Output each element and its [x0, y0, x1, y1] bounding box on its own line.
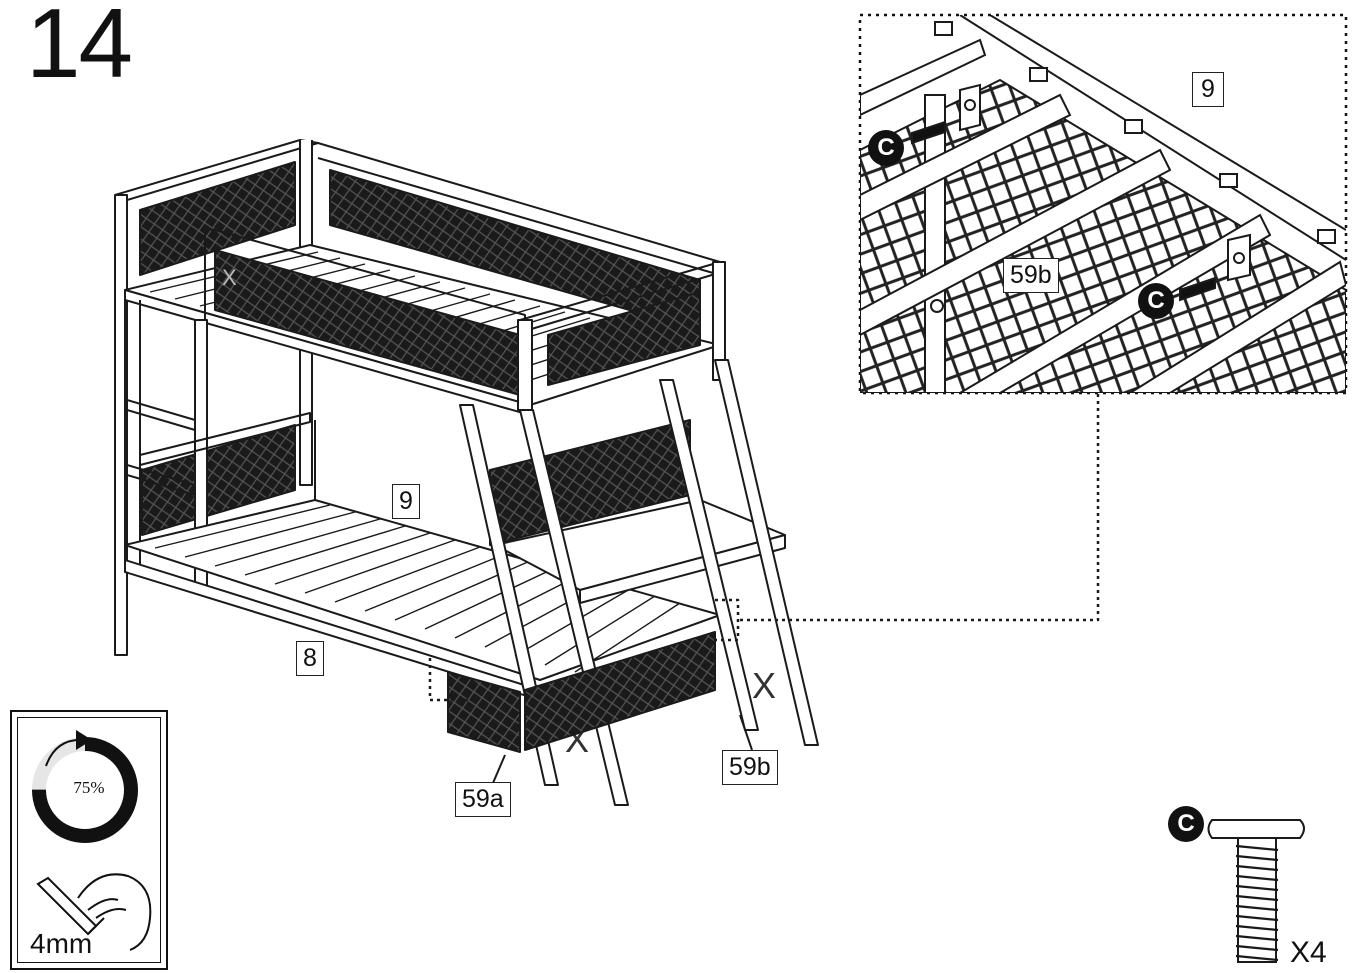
hardware-badge: C — [1138, 283, 1174, 319]
screw-c-icon — [1207, 819, 1305, 963]
svg-text:X: X — [222, 265, 237, 290]
hardware-quantity: X4 — [1290, 936, 1327, 969]
svg-text:X: X — [752, 665, 776, 706]
part-label-59b: 59b — [722, 750, 778, 785]
tool-size: 4mm — [30, 928, 93, 959]
progress-percent: 75% — [73, 778, 105, 797]
hardware-badge: C — [868, 130, 904, 166]
detail-inset — [858, 13, 1348, 395]
hex-key-icon — [36, 873, 152, 951]
hardware-badge: C — [1168, 806, 1204, 842]
part-label-top-bunk: 9 — [392, 484, 420, 519]
detail-label-59b: 59b — [1003, 258, 1059, 293]
progress-ring-icon — [32, 730, 152, 951]
part-label-59a: 59a — [455, 782, 511, 817]
step-number: 14 — [26, 0, 133, 98]
detail-label-top-bunk: 9 — [1192, 72, 1224, 107]
bunk-bed-drawing: X X X — [114, 139, 1100, 806]
part-label-bottom-bunk: 8 — [296, 641, 324, 676]
tool-panel: 75% 4mm — [10, 710, 168, 970]
tool-panel-inner: 75% 4mm — [17, 717, 161, 963]
